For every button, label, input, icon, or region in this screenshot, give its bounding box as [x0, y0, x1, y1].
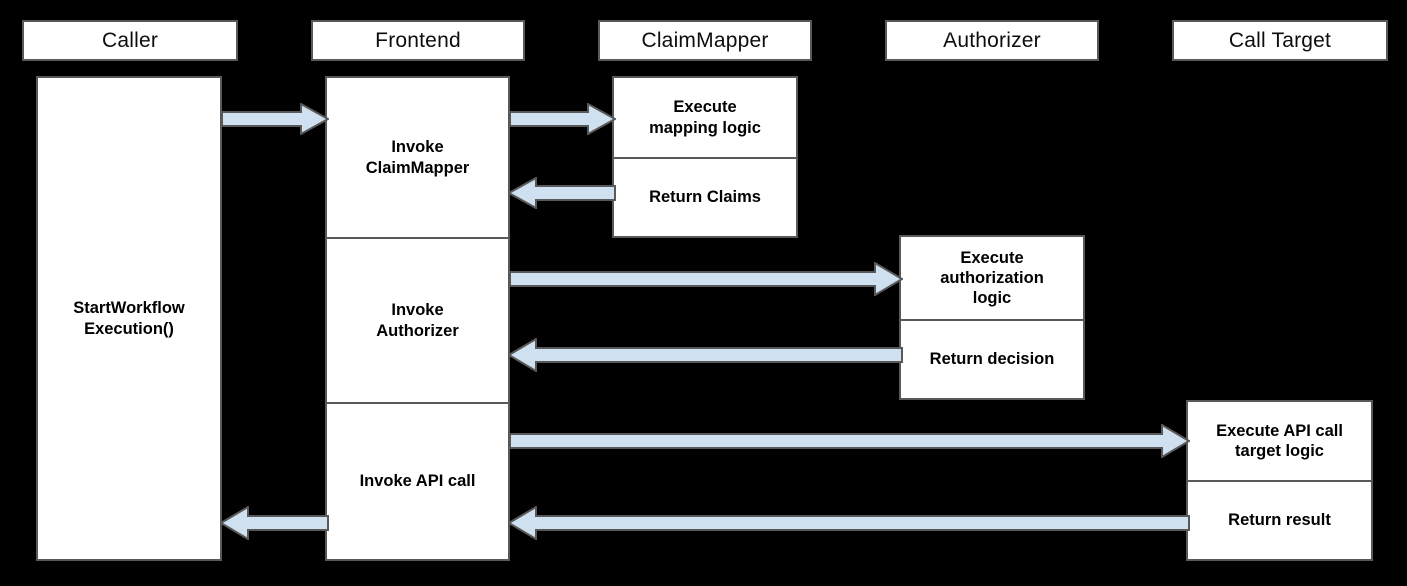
message-arrow-claimmapper-to-frontend[interactable]	[508, 177, 616, 209]
lifeline-header-authorizer-label: Authorizer	[943, 28, 1041, 52]
activation-calltarget-segment-2-label: Return result	[1228, 511, 1331, 530]
activation-claimmapper-segment-2: Return Claims	[614, 157, 796, 236]
activation-frontend-segment-3: Invoke API call	[327, 402, 508, 559]
message-arrow-frontend-to-caller[interactable]	[220, 506, 329, 540]
lifeline-header-authorizer[interactable]: Authorizer	[885, 20, 1099, 61]
lifeline-header-calltarget[interactable]: Call Target	[1172, 20, 1388, 61]
activation-authorizer-segment-2-label: Return decision	[929, 350, 1055, 369]
lifeline-header-claimmapper-label: ClaimMapper	[641, 28, 769, 52]
lifeline-header-calltarget-label: Call Target	[1228, 28, 1332, 52]
message-arrow-caller-to-frontend[interactable]	[221, 103, 329, 135]
activation-claimmapper-segment-2-label: Return Claims	[649, 188, 761, 207]
activation-authorizer-segment-2: Return decision	[901, 319, 1083, 398]
lifeline-header-frontend[interactable]: Frontend	[311, 20, 525, 61]
message-arrow-frontend-to-claimmapper[interactable]	[509, 103, 616, 135]
message-arrow-frontend-to-authorizer[interactable]	[509, 262, 903, 296]
lifeline-header-claimmapper[interactable]: ClaimMapper	[598, 20, 812, 61]
lifeline-header-caller-label: Caller	[101, 28, 159, 52]
message-arrow-frontend-to-calltarget[interactable]	[509, 424, 1190, 458]
activation-frontend-segment-3-label: Invoke API call	[359, 472, 476, 491]
message-arrow-authorizer-to-frontend[interactable]	[508, 338, 903, 372]
lifeline-header-frontend-label: Frontend	[375, 28, 461, 52]
lifeline-header-caller[interactable]: Caller	[22, 20, 238, 61]
activation-calltarget-segment-2: Return result	[1188, 480, 1371, 559]
message-arrow-calltarget-to-frontend[interactable]	[508, 506, 1190, 540]
